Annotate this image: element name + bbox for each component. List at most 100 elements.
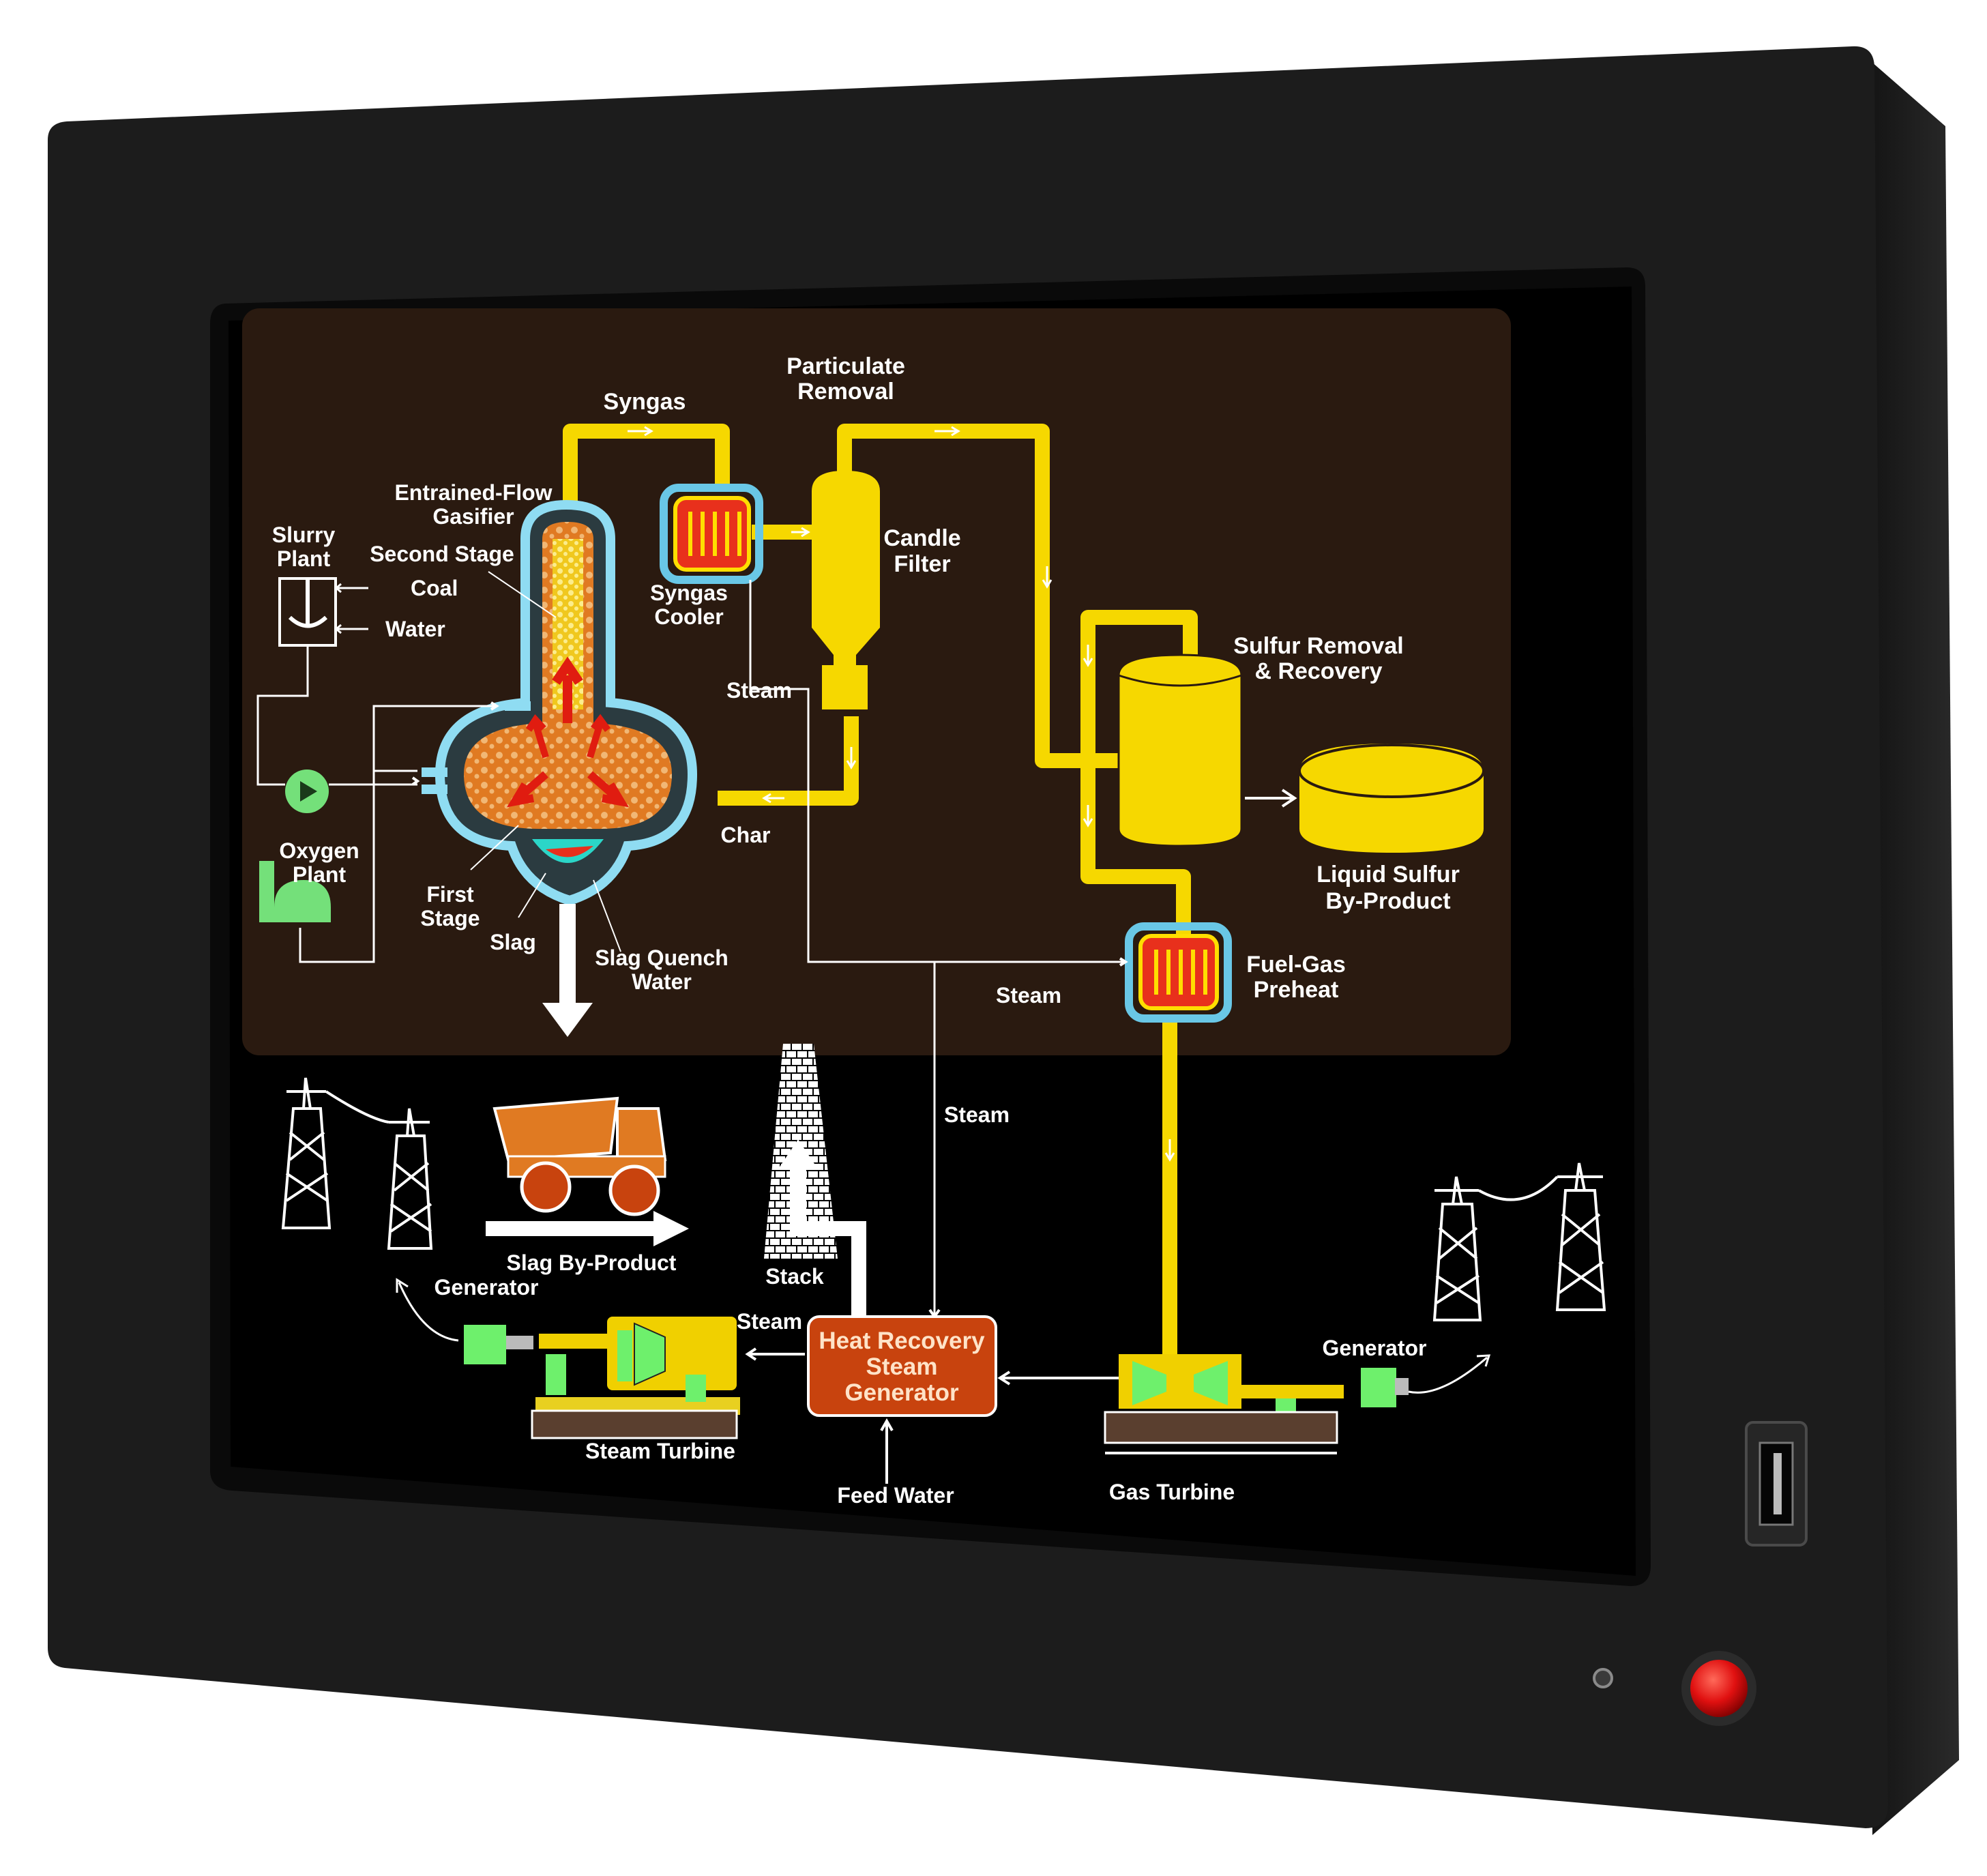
label-steam-cooler: Steam: [726, 678, 792, 703]
svg-text:Oxygen: Oxygen: [279, 838, 359, 863]
svg-text:Steam: Steam: [866, 1353, 937, 1380]
svg-text:Filter: Filter: [894, 551, 950, 577]
svg-text:Candle: Candle: [883, 525, 960, 551]
svg-text:& Recovery: & Recovery: [1254, 658, 1382, 684]
svg-text:Generator: Generator: [435, 1275, 539, 1300]
label-hrsg-3: Generator: [844, 1379, 959, 1406]
label-stack: Stack: [765, 1264, 824, 1289]
label-first-stage-1: First: [426, 882, 474, 907]
label-oxygen-plant-2: Plant: [293, 862, 347, 887]
flow-arrows: [628, 426, 1175, 1162]
power-tower-right: [1432, 1162, 1606, 1321]
label-steam-preheat: Steam: [996, 983, 1061, 1008]
label-syngas: Syngas: [604, 389, 686, 415]
label-slurry-plant-1: Slurry: [272, 523, 336, 547]
label-second-stage: Second Stage: [370, 542, 514, 566]
svg-text:Steam Turbine: Steam Turbine: [585, 1439, 735, 1463]
label-candle-filter-1: Candle: [883, 525, 960, 551]
label-generator-right: Generator: [1323, 1336, 1427, 1360]
label-slag-quench-1: Slag Quench: [595, 946, 728, 970]
svg-text:Slag By-Product: Slag By-Product: [507, 1250, 677, 1275]
svg-text:Steam: Steam: [996, 983, 1061, 1008]
svg-text:Plant: Plant: [277, 546, 331, 571]
label-fuel-gas-preheat-2: Preheat: [1254, 977, 1339, 1003]
label-liquid-sulfur-1: Liquid Sulfur: [1316, 862, 1460, 888]
label-steam-turbine: Steam Turbine: [585, 1439, 735, 1463]
svg-text:Water: Water: [385, 617, 445, 641]
dump-truck: [492, 1096, 667, 1216]
gasifier: [422, 499, 698, 906]
label-slag: Slag: [490, 930, 536, 954]
svg-text:Gas Turbine: Gas Turbine: [1109, 1480, 1235, 1504]
label-syngas-cooler-1: Syngas: [650, 581, 728, 605]
svg-text:Generator: Generator: [1323, 1336, 1427, 1360]
steam-turbine: [464, 1317, 740, 1439]
label-water: Water: [385, 617, 445, 641]
slurry-plant: [278, 577, 368, 647]
callout-lines: [470, 571, 621, 952]
label-hrsg-1: Heat Recovery: [819, 1328, 985, 1354]
svg-text:Particulate: Particulate: [786, 353, 905, 379]
svg-text:Second Stage: Second Stage: [370, 542, 514, 566]
label-steam-to-turbine: Steam: [737, 1309, 802, 1334]
svg-text:Cooler: Cooler: [654, 604, 723, 629]
fuel-gas-preheat: [1125, 922, 1232, 1023]
label-gasifier-1: Entrained-Flow: [394, 480, 552, 505]
svg-text:Slurry: Slurry: [272, 523, 336, 547]
svg-text:Removal: Removal: [797, 379, 894, 405]
svg-text:Coal: Coal: [411, 576, 458, 600]
slag-output-arrow: [542, 904, 593, 1037]
syngas-cooler: [660, 484, 763, 584]
stack: [764, 1044, 866, 1320]
label-slag-quench-2: Water: [632, 969, 692, 994]
svg-text:Char: Char: [721, 823, 771, 847]
generator-output-arrows: [396, 1278, 1491, 1394]
svg-text:First: First: [426, 882, 474, 907]
label-particulate-removal-2: Removal: [797, 379, 894, 405]
label-oxygen-plant-1: Oxygen: [279, 838, 359, 863]
liquid-sulfur-tank: [1298, 744, 1485, 853]
label-candle-filter-2: Filter: [894, 551, 950, 577]
svg-text:Stage: Stage: [420, 906, 480, 930]
power-tower-left: [281, 1077, 433, 1250]
svg-text:Slag: Slag: [490, 930, 536, 954]
svg-text:Water: Water: [632, 969, 692, 994]
label-feed-water: Feed Water: [837, 1483, 954, 1508]
label-sulfur-removal-2: & Recovery: [1254, 658, 1382, 684]
svg-text:Liquid Sulfur: Liquid Sulfur: [1316, 862, 1460, 888]
hrsg-connections: [745, 1347, 1119, 1484]
label-gasifier-2: Gasifier: [432, 504, 514, 529]
candle-filter: [812, 471, 880, 709]
hrsg: [807, 1315, 997, 1417]
label-coal: Coal: [411, 576, 458, 600]
status-led: [1593, 1668, 1613, 1688]
label-particulate-removal-1: Particulate: [786, 353, 905, 379]
svg-text:Syngas: Syngas: [604, 389, 686, 415]
label-generator-left: Generator: [435, 1275, 539, 1300]
oxygen-plant: [259, 770, 331, 922]
svg-text:Gasifier: Gasifier: [432, 504, 514, 529]
label-first-stage-2: Stage: [420, 906, 480, 930]
svg-text:Feed Water: Feed Water: [837, 1483, 954, 1508]
svg-text:Steam: Steam: [737, 1309, 802, 1334]
label-gas-turbine: Gas Turbine: [1109, 1480, 1235, 1504]
power-labels: Steam Slag By-Product Stack Generator St…: [435, 1102, 1427, 1508]
label-char: Char: [721, 823, 771, 847]
svg-text:Plant: Plant: [293, 862, 347, 887]
label-hrsg-2: Steam: [866, 1353, 937, 1380]
label-sulfur-removal-1: Sulfur Removal: [1233, 633, 1403, 659]
label-syngas-cooler-2: Cooler: [654, 604, 723, 629]
svg-text:Stack: Stack: [765, 1264, 824, 1289]
label-steam-down: Steam: [944, 1102, 1010, 1127]
svg-text:Sulfur Removal: Sulfur Removal: [1233, 633, 1403, 659]
svg-text:Fuel-Gas: Fuel-Gas: [1246, 952, 1345, 978]
label-slurry-plant-2: Plant: [277, 546, 331, 571]
power-button[interactable]: [1681, 1651, 1756, 1726]
slag-byproduct-arrow: [486, 1211, 689, 1246]
gas-turbine: [1104, 1354, 1409, 1454]
svg-text:Preheat: Preheat: [1254, 977, 1339, 1003]
process-lines: [256, 580, 1128, 1319]
usb-port[interactable]: [1745, 1421, 1808, 1547]
process-labels: Particulate Removal Syngas Entrained-Flo…: [272, 353, 1460, 1008]
